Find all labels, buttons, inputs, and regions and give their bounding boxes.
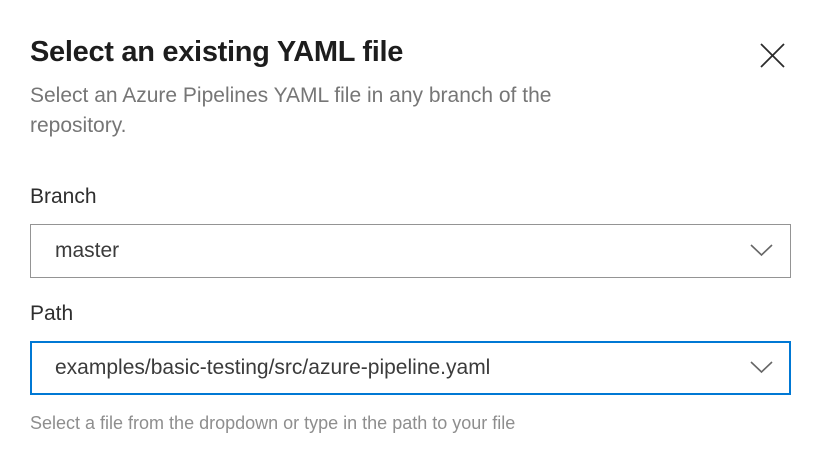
branch-label: Branch: [30, 184, 97, 208]
path-combobox[interactable]: [30, 340, 791, 395]
chevron-down-icon[interactable]: [750, 361, 773, 374]
close-icon: [756, 43, 789, 75]
path-input[interactable]: [55, 355, 750, 380]
dialog-subtitle: Select an Azure Pipelines YAML file in a…: [30, 84, 552, 137]
branch-selected-value: master: [55, 238, 120, 262]
close-button[interactable]: [756, 39, 789, 72]
path-helper-text: Select a file from the dropdown or type …: [30, 412, 516, 433]
chevron-down-icon: [750, 244, 773, 257]
page-title: Select an existing YAML file: [30, 36, 404, 68]
path-label: Path: [30, 301, 74, 325]
dialog-header: Select an existing YAML file: [30, 36, 791, 72]
branch-dropdown[interactable]: master: [30, 223, 791, 278]
